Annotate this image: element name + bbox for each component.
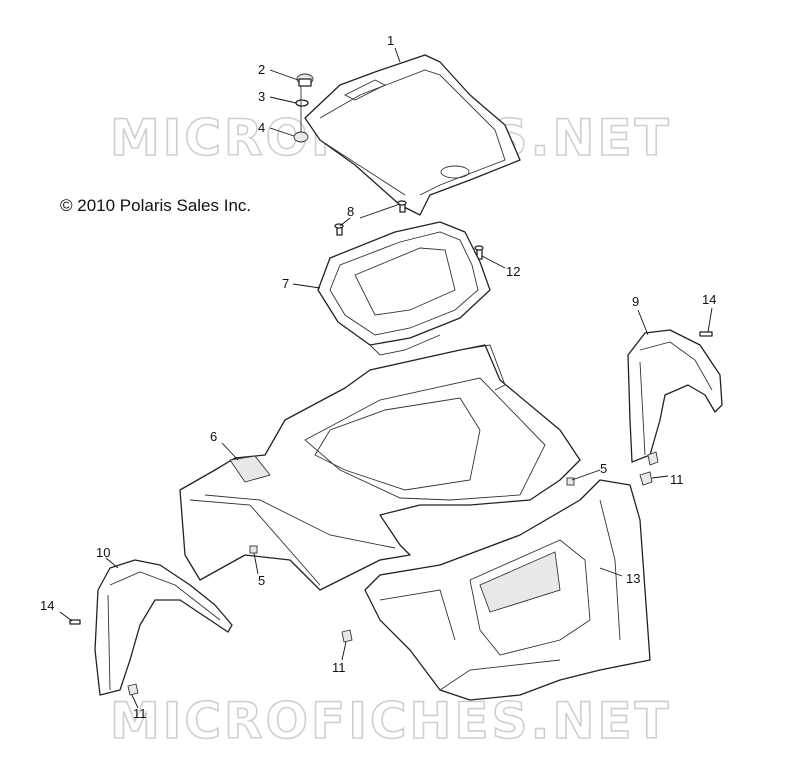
callout-11-left: 11 bbox=[133, 706, 147, 721]
callout-9: 9 bbox=[632, 294, 639, 309]
part-11-clip-center bbox=[341, 629, 353, 643]
part-13-front-bumper bbox=[364, 479, 651, 701]
part-5-clip-left bbox=[249, 545, 258, 554]
callout-12: 12 bbox=[506, 264, 520, 279]
part-3-washer bbox=[295, 99, 309, 107]
copyright-notice: © 2010 Polaris Sales Inc. bbox=[60, 196, 251, 215]
part-12-screw bbox=[474, 245, 484, 260]
callout-7: 7 bbox=[282, 276, 289, 291]
callout-14-right: 14 bbox=[702, 292, 716, 307]
callout-4: 4 bbox=[258, 120, 265, 135]
part-1-storage-lid bbox=[304, 54, 521, 216]
leader-lines bbox=[59, 47, 713, 709]
callout-5-right: 5 bbox=[600, 461, 607, 476]
callout-13: 13 bbox=[626, 571, 640, 586]
part-11-clip-right bbox=[639, 451, 659, 486]
callout-5-left: 5 bbox=[258, 573, 265, 588]
part-5-clip-right bbox=[566, 477, 575, 486]
part-11-clip-left bbox=[127, 683, 139, 696]
callout-3: 3 bbox=[258, 89, 265, 104]
part-2-knob bbox=[296, 73, 314, 87]
callout-1: 1 bbox=[387, 33, 394, 48]
callout-14-left: 14 bbox=[40, 598, 54, 613]
callout-11-right: 11 bbox=[670, 472, 684, 487]
part-14-screw-left bbox=[69, 619, 81, 625]
callout-11-center: 11 bbox=[332, 660, 346, 675]
part-7-storage-tub bbox=[317, 221, 491, 356]
part-14-screw-right bbox=[699, 331, 713, 337]
part-6-hood bbox=[179, 344, 581, 591]
callout-6: 6 bbox=[210, 429, 217, 444]
callout-10: 10 bbox=[96, 545, 110, 560]
callout-2: 2 bbox=[258, 62, 265, 77]
watermark-bottom: MICROFICHES.NET bbox=[110, 692, 672, 750]
callout-8: 8 bbox=[347, 204, 354, 219]
part-4-grommet bbox=[293, 86, 309, 143]
part-9-right-fender bbox=[627, 329, 723, 463]
part-10-left-fender bbox=[94, 559, 233, 696]
